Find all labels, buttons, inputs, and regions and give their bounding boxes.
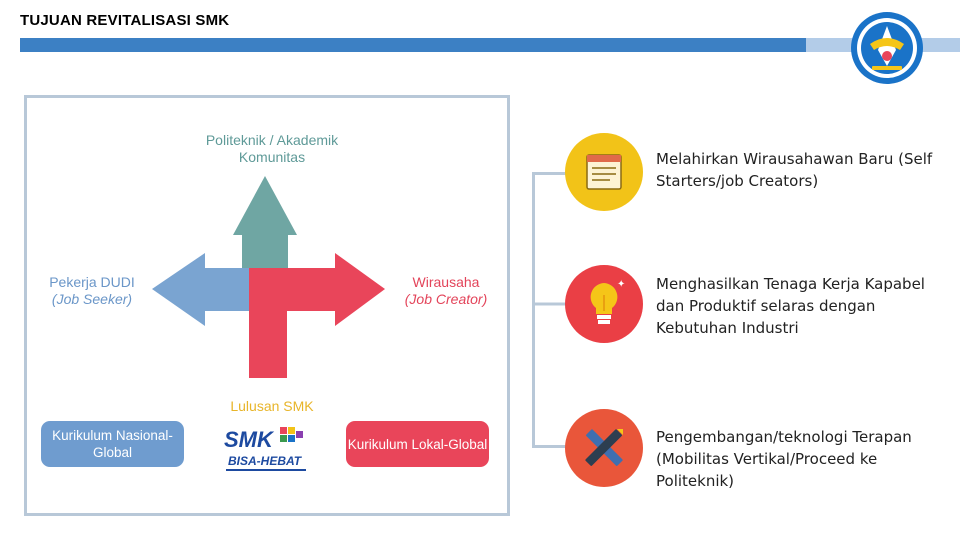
label-pekerja-dudi: Pekerja DUDI (Job Seeker)	[37, 274, 147, 308]
smk-bisa-hebat-logo: SMK BISA-HEBAT	[224, 427, 306, 471]
label-lulusan-smk: Lulusan SMK	[230, 398, 314, 414]
connector-branches	[532, 172, 566, 448]
pill-kurikulum-lokal: Kurikulum Lokal-Global	[346, 421, 489, 467]
page-title: TUJUAN REVITALISASI SMK	[20, 12, 230, 29]
pencil-ruler-icon	[565, 409, 643, 487]
label-politeknik: Politeknik / Akademik Komunitas	[205, 132, 339, 165]
goal-connector-line	[532, 172, 566, 448]
label-wirausaha: Wirausaha (Job Creator)	[391, 274, 501, 308]
label-job-creator: (Job Creator)	[404, 291, 488, 307]
label-wirausaha-title: Wirausaha	[412, 274, 480, 290]
title-underline-bar	[20, 38, 806, 52]
diagram-frame: Politeknik / Akademik Komunitas Pekerja …	[24, 95, 510, 516]
direction-arrows	[152, 176, 385, 378]
goal-text-pengembangan: Pengembangan/teknologi Terapan (Mobilita…	[656, 428, 912, 490]
smk-logo-text: SMK	[224, 427, 275, 452]
lightbulb-icon: ✦	[565, 265, 643, 343]
label-pekerja-dudi-title: Pekerja DUDI	[49, 274, 135, 290]
svg-text:✦: ✦	[617, 279, 625, 290]
smk-logo-subtext: BISA-HEBAT	[228, 454, 303, 468]
tut-wuri-handayani-logo	[851, 12, 923, 84]
pill-kurikulum-nasional: Kurikulum Nasional-Global	[41, 421, 184, 467]
goal-text-wirausahawan: Melahirkan Wirausahawan Baru (Self Start…	[656, 150, 933, 190]
notepad-icon	[565, 133, 643, 211]
label-job-seeker: (Job Seeker)	[51, 291, 133, 307]
goal-text-tenaga-kerja: Menghasilkan Tenaga Kerja Kapabel dan Pr…	[656, 275, 925, 337]
